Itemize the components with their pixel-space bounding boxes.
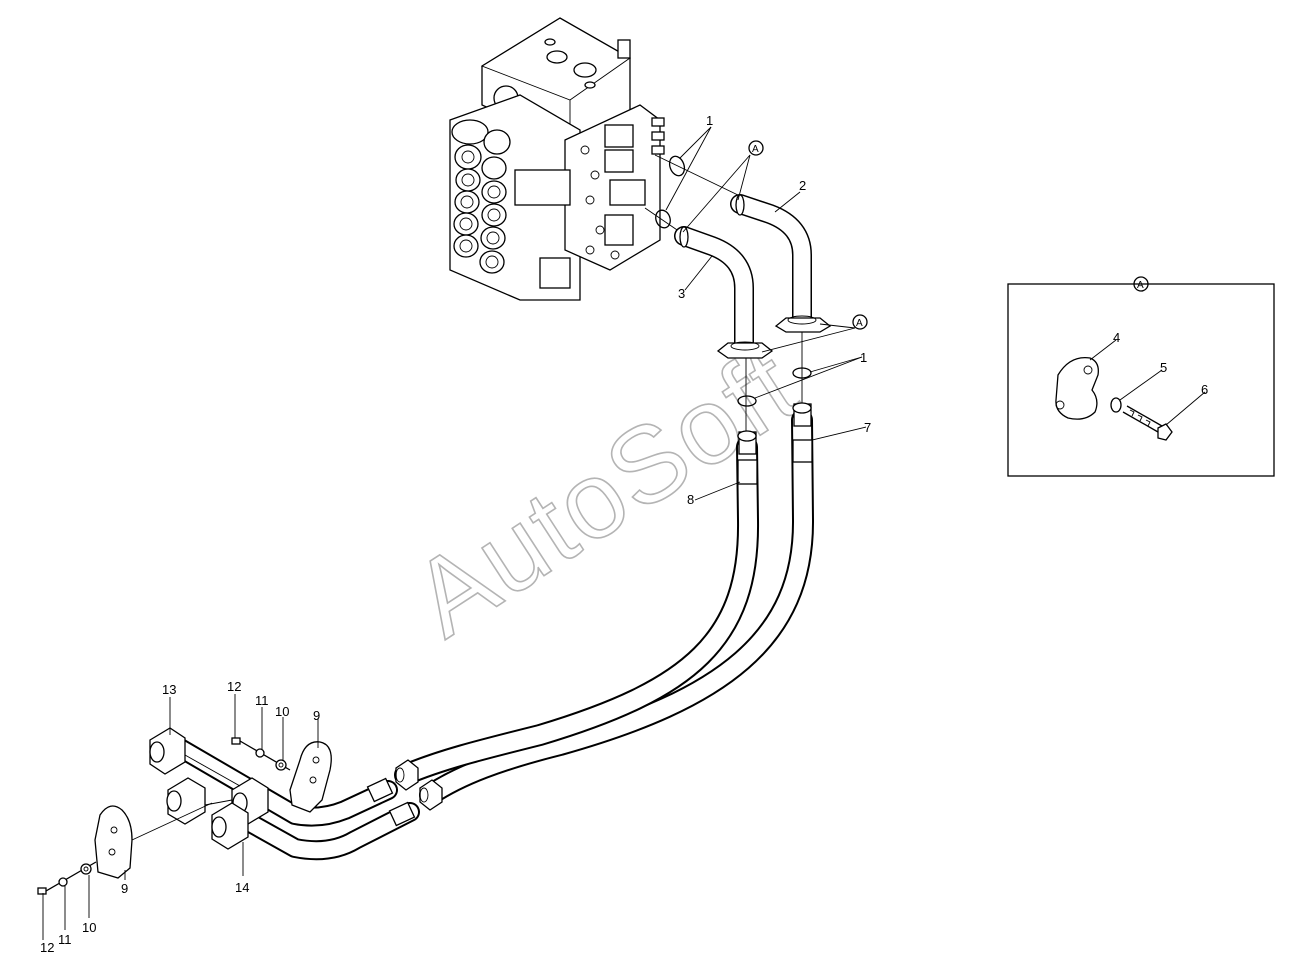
callout-3: 3 <box>678 286 685 301</box>
lock-washer-5 <box>1110 397 1122 413</box>
callout-1-upper: 1 <box>706 113 713 128</box>
spool-caps <box>451 119 511 274</box>
o-ring <box>655 209 671 229</box>
callout-10-upper: 10 <box>275 704 289 719</box>
callout-a-upper-circle <box>748 140 764 156</box>
callout-9-upper: 9 <box>313 708 320 723</box>
callout-a-lower: A <box>856 318 863 329</box>
callout-13: 13 <box>162 682 176 697</box>
callout-14: 14 <box>235 880 249 895</box>
callout-7: 7 <box>864 420 871 435</box>
callout-8: 8 <box>687 492 694 507</box>
o-ring <box>668 155 686 177</box>
fastener-set-upper <box>231 737 291 771</box>
callout-10-lower: 10 <box>82 920 96 935</box>
callout-labels: 1 A 2 3 A 1 7 8 A 4 5 6 13 12 11 10 9 14… <box>40 113 1208 955</box>
detail-a-label: A <box>1137 280 1144 291</box>
callout-1-lower: 1 <box>860 350 867 365</box>
callout-5: 5 <box>1160 360 1167 375</box>
hose-8 <box>394 430 760 786</box>
detail-a-circle <box>1133 276 1149 292</box>
flange-half-4 <box>1055 356 1099 420</box>
callout-12-lower: 12 <box>40 940 54 955</box>
callout-2: 2 <box>799 178 806 193</box>
leader-lines <box>42 126 1206 940</box>
callout-11-lower: 11 <box>58 932 72 947</box>
detail-view-a <box>1007 283 1275 477</box>
control-valve-assembly <box>449 17 665 301</box>
callout-4: 4 <box>1113 330 1120 345</box>
pipe-2 <box>730 194 832 333</box>
tube-13 <box>149 727 398 827</box>
fastener-set-lower <box>37 861 97 895</box>
callout-9-lower: 9 <box>121 881 128 896</box>
callout-12-upper: 12 <box>227 679 241 694</box>
pipe-3 <box>674 226 774 359</box>
tube-14 <box>211 777 420 861</box>
callout-6: 6 <box>1201 382 1208 397</box>
o-ring <box>737 395 757 407</box>
callout-11-upper: 11 <box>255 693 269 708</box>
hose-7 <box>419 402 815 806</box>
callout-a-lower-circle <box>852 314 868 330</box>
clamp-9-lower <box>94 805 133 879</box>
bolt-6 <box>1122 405 1173 441</box>
callout-a-upper: A <box>752 144 759 155</box>
clamp-9-upper <box>289 741 332 813</box>
